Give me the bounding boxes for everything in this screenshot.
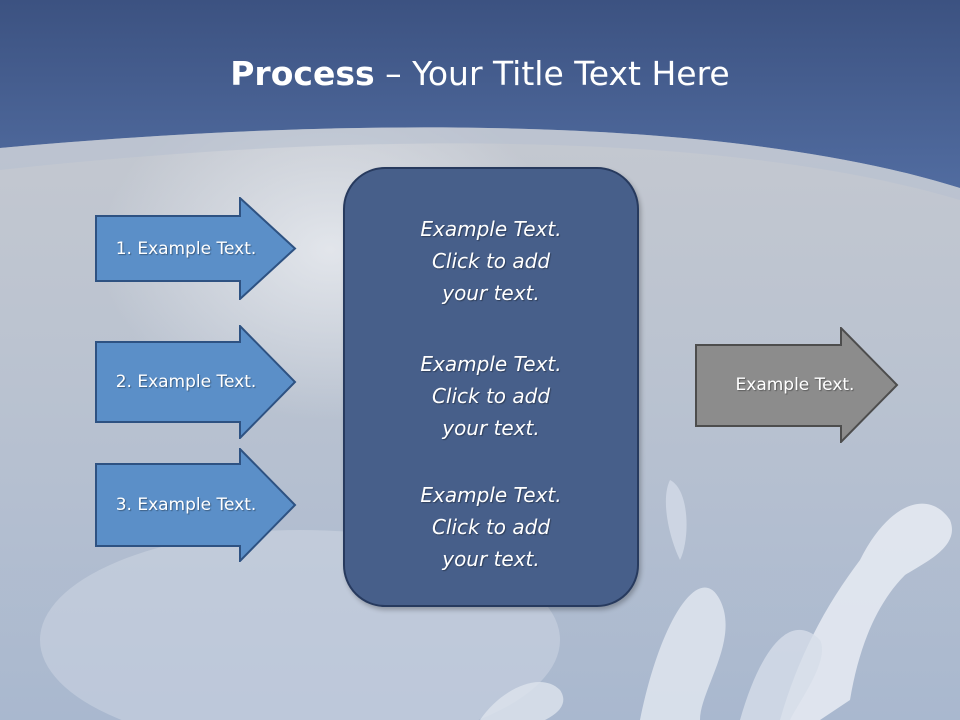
input-arrow-1[interactable]: 1. Example Text. [95,197,297,300]
input-arrow-label: 2. Example Text. [115,372,257,392]
process-panel[interactable]: Example Text. Click to add your text. Ex… [343,167,639,607]
panel-line: Click to add [431,249,551,273]
panel-text-block-3: Example Text. Click to add your text. [345,479,637,575]
panel-line: Click to add [431,384,551,408]
output-arrow[interactable]: Example Text. [695,327,899,443]
panel-line: your text. [442,547,540,571]
input-arrow-label: 3. Example Text. [115,495,257,515]
title-bold: Process [230,54,375,93]
panel-line: Example Text. [420,217,562,241]
arrow-shape [95,197,297,300]
panel-line: Click to add [431,515,551,539]
input-arrow-2[interactable]: 2. Example Text. [95,325,297,439]
arrow-shape [95,448,297,562]
arrow-shape [695,327,899,443]
panel-line: your text. [442,281,540,305]
panel-line: Example Text. [420,352,562,376]
input-arrow-3[interactable]: 3. Example Text. [95,448,297,562]
panel-line: your text. [442,416,540,440]
title-rest: – Your Title Text Here [374,54,730,93]
slide-title[interactable]: Process – Your Title Text Here [0,50,960,98]
panel-line: Example Text. [420,483,562,507]
panel-text-block-1: Example Text. Click to add your text. [345,213,637,309]
output-arrow-label: Example Text. [735,375,855,395]
arrow-shape [95,325,297,439]
panel-text-block-2: Example Text. Click to add your text. [345,348,637,444]
input-arrow-label: 1. Example Text. [115,238,257,259]
